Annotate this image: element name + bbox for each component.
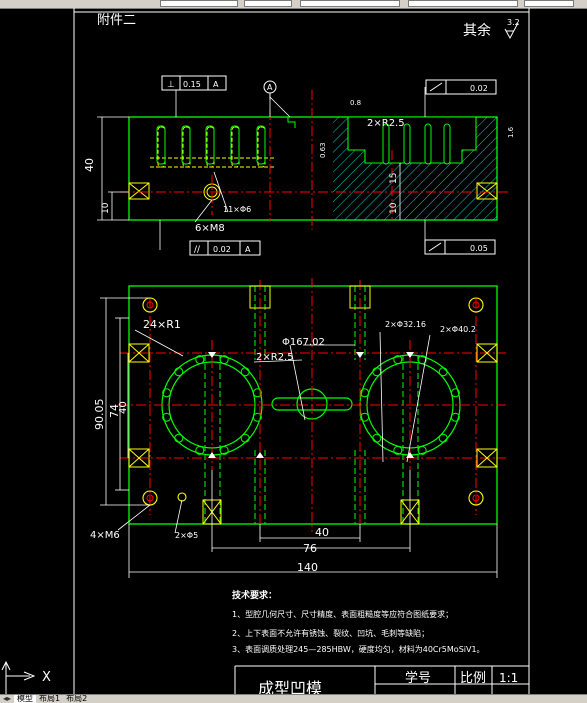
top-toolbar-strip (0, 0, 587, 9)
tab-layout1[interactable]: 布局1 (39, 694, 61, 703)
svg-text:10: 10 (389, 202, 399, 214)
drawing-canvas[interactable]: 附件二 其余 3.2 (0, 8, 587, 694)
svg-text:0.02: 0.02 (470, 84, 488, 93)
cavity-scallop (174, 367, 184, 377)
layout-tabs: ◂▸模型布局1 布局2 (0, 694, 587, 703)
cavity-scallop (417, 355, 427, 365)
layer-dropdown[interactable] (160, 0, 238, 7)
cavity-scallop (162, 412, 172, 422)
bottom-view: 24×R1 2×R2.5 Φ167.02 2×Φ32.16 2×Φ40.2 90… (90, 278, 508, 578)
svg-text:0.15: 0.15 (183, 80, 201, 89)
svg-text:2×R2.5: 2×R2.5 (367, 118, 405, 129)
svg-text:10: 10 (101, 202, 111, 214)
flatness-icon (429, 82, 443, 92)
gdt-perp-symbol: ⊥ (167, 80, 175, 90)
linetype-dropdown[interactable] (300, 0, 400, 7)
ucs-icon (1, 660, 36, 694)
parallel-icon: // (194, 245, 201, 255)
svg-text:140: 140 (297, 561, 318, 574)
cavity-scallop (219, 355, 229, 365)
cavity-scallop (195, 355, 205, 365)
drawing-no-label: 学号 (405, 670, 431, 686)
cavity-scallop (450, 412, 460, 422)
roughness-value: 3.2 (507, 18, 520, 27)
svg-text:A: A (245, 245, 251, 254)
cavity-scallop (162, 388, 172, 398)
plotstyle-dropdown[interactable] (524, 0, 574, 7)
cavity-scallop (240, 433, 250, 443)
svg-text:40: 40 (118, 401, 129, 414)
part-name: 成型凹模 (258, 679, 322, 694)
svg-text:11×Φ6: 11×Φ6 (223, 205, 251, 214)
svg-text:1、型腔几何尺寸、尺寸精度、表面粗糙度等应符合图纸要求；: 1、型腔几何尺寸、尺寸精度、表面粗糙度等应符合图纸要求； (232, 609, 453, 619)
color-dropdown[interactable] (244, 0, 292, 7)
cavity-scallop (219, 445, 229, 455)
cavity-scallop (438, 367, 448, 377)
cavity-scallop (360, 388, 370, 398)
datum-a-marker (263, 80, 277, 100)
svg-text:A: A (267, 83, 273, 92)
cavity-scallop (438, 433, 448, 443)
svg-text:15: 15 (389, 173, 399, 184)
cavity-scallop (174, 433, 184, 443)
svg-text:76: 76 (303, 542, 317, 555)
lineweight-dropdown[interactable] (408, 0, 518, 7)
cavity-scallop (393, 445, 403, 455)
svg-text:90.05: 90.05 (93, 399, 106, 431)
flatness-icon (428, 242, 442, 252)
cavity-scallop (195, 445, 205, 455)
attachment-label: 附件二 (97, 13, 136, 28)
cavity-scallop (372, 433, 382, 443)
svg-text:24×R1: 24×R1 (143, 318, 181, 331)
cavity-scallop (252, 388, 262, 398)
svg-text:技术要求：: 技术要求： (232, 589, 277, 601)
svg-text:A: A (213, 80, 219, 89)
cavity-scallop (372, 367, 382, 377)
svg-text:2、上下表面不允许有锈蚀、裂纹、凹坑、毛刺等缺陷；: 2、上下表面不允许有锈蚀、裂纹、凹坑、毛刺等缺陷； (232, 628, 429, 638)
tech-requirements: 技术要求： 1、型腔几何尺寸、尺寸精度、表面粗糙度等应符合图纸要求； 2、上下表… (232, 589, 485, 654)
svg-text:2×Φ32.16: 2×Φ32.16 (385, 320, 426, 329)
top-view: A ⊥ 0.15 A 0.02 // 0.02 A 0.05 40 10 10 … (83, 75, 515, 256)
cavity-scallop (240, 367, 250, 377)
svg-text:4×M6: 4×M6 (90, 530, 120, 541)
svg-text:Φ167.02: Φ167.02 (282, 337, 325, 348)
roughness-note: 其余 (463, 22, 491, 39)
svg-text:3、表面调质处理245—285HBW，硬度均匀，材料为40C: 3、表面调质处理245—285HBW，硬度均匀，材料为40Cr5MoSiV1。 (232, 644, 485, 654)
tab-layout2[interactable]: 布局2 (66, 694, 88, 703)
tab-nav-arrows[interactable]: ◂▸ (3, 694, 12, 703)
tab-model[interactable]: 模型 (14, 695, 37, 703)
svg-text:6×M8: 6×M8 (195, 223, 225, 234)
svg-text:0.63: 0.63 (319, 142, 327, 158)
sheet-frame (73, 8, 530, 694)
svg-text:2×Φ40.2: 2×Φ40.2 (440, 325, 476, 334)
svg-text:40: 40 (315, 526, 329, 539)
svg-text:1.6: 1.6 (507, 126, 515, 138)
ucs-x-label: X (42, 670, 51, 685)
scale-label: 比例 (460, 671, 486, 686)
scale-value: 1:1 (499, 671, 518, 685)
roughness-symbol-icon (504, 22, 519, 40)
title-block (234, 665, 529, 694)
svg-text:0.02: 0.02 (213, 245, 231, 254)
svg-text:2×Φ5: 2×Φ5 (175, 531, 198, 540)
svg-text:2×R2.5: 2×R2.5 (256, 352, 294, 363)
cavity-scallop (252, 412, 262, 422)
cavity-scallop (450, 388, 460, 398)
cavity-scallop (360, 412, 370, 422)
cavity-scallop (393, 355, 403, 365)
svg-text:0.05: 0.05 (470, 244, 488, 253)
cavity-scallop (417, 445, 427, 455)
svg-text:0.8: 0.8 (350, 99, 361, 107)
svg-text:40: 40 (83, 158, 96, 172)
svg-text:74: 74 (108, 404, 121, 418)
